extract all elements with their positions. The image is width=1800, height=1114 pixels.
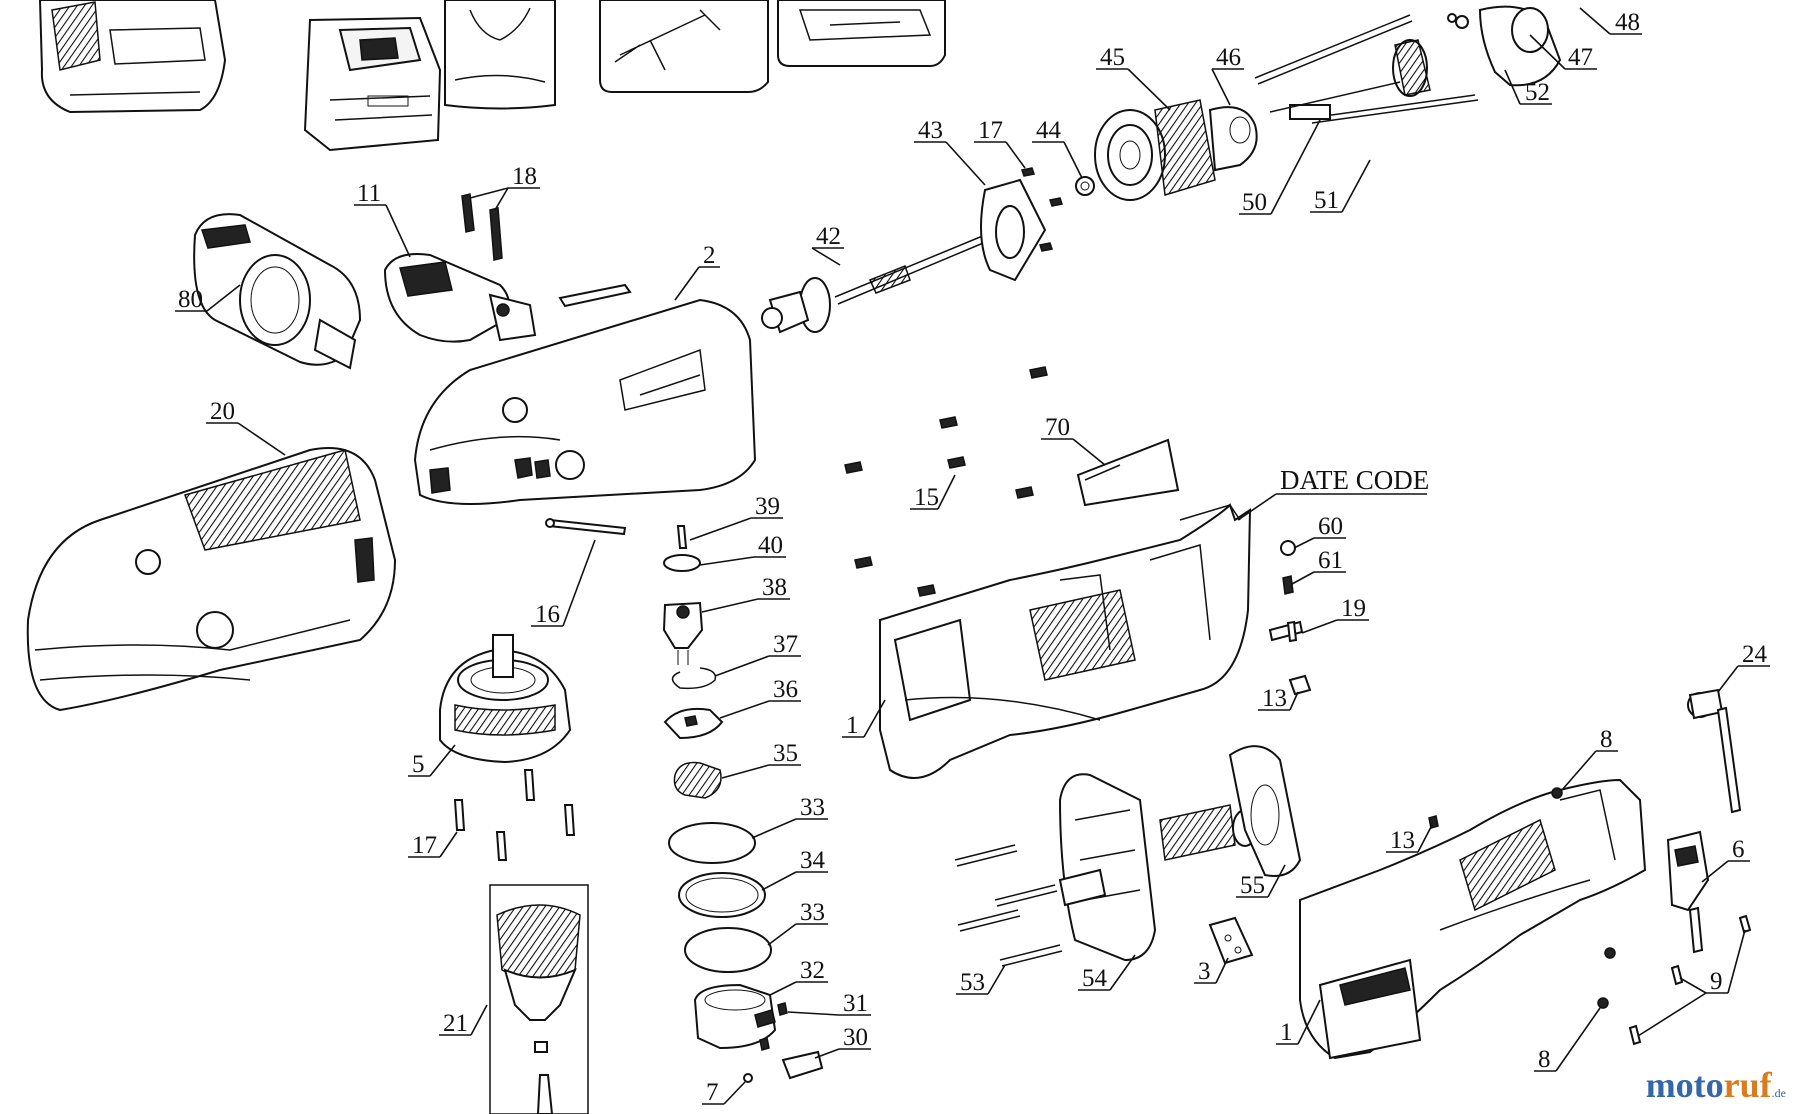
wrench-accessory [599, 0, 769, 93]
latch-key-part [1687, 688, 1742, 814]
watermark-text-a: moto [1645, 1065, 1724, 1105]
callout-32: 32 [800, 957, 825, 984]
guide-rods [545, 518, 1063, 967]
callout-46: 46 [1216, 44, 1241, 71]
callout-45: 45 [1100, 44, 1125, 71]
callout-35: 35 [773, 740, 798, 767]
drive-gear-part [1254, 14, 1479, 124]
callout-9: 9 [1710, 968, 1723, 995]
callout-61: 61 [1318, 547, 1343, 574]
callout-11: 11 [357, 180, 381, 207]
callout-52: 52 [1525, 79, 1550, 106]
callout-54: 54 [1082, 965, 1108, 992]
callout-47: 47 [1568, 44, 1593, 71]
date-code-label: DATE CODE [1280, 465, 1429, 495]
callout-33-a: 33 [800, 794, 825, 821]
small-screws-middle [844, 366, 1048, 597]
gear-case-part [413, 283, 757, 505]
callout-8-b: 8 [1538, 1046, 1551, 1073]
battery-accessory [303, 16, 442, 152]
guard-part [383, 193, 537, 343]
callout-33-b: 33 [800, 899, 825, 926]
callout-17-top: 17 [978, 117, 1003, 144]
callout-37: 37 [773, 631, 798, 658]
callout-55: 55 [1240, 872, 1265, 899]
clutch-assembly-part [1094, 99, 1258, 201]
callout-36: 36 [773, 676, 798, 703]
gasket-plate-part [980, 176, 1095, 282]
case-accessory [777, 0, 946, 67]
small-screws-top [1021, 167, 1063, 252]
callout-43: 43 [918, 117, 943, 144]
callout-1-b: 1 [1280, 1019, 1293, 1046]
callout-44: 44 [1036, 117, 1062, 144]
callout-48: 48 [1615, 9, 1640, 36]
callout-17-low: 17 [412, 832, 437, 859]
housing-half-right-part [1299, 778, 1647, 1060]
callout-18: 18 [512, 163, 537, 190]
callout-40: 40 [758, 532, 783, 559]
callout-labels: 48 47 52 45 46 50 51 43 17 44 [175, 7, 1770, 1106]
gear-housing-part [1447, 5, 1562, 87]
lower-screws [1428, 787, 1752, 1046]
watermark-text-b: ruf [1723, 1065, 1772, 1105]
callout-34: 34 [800, 847, 826, 874]
watermark-logo: motoruf.de [1646, 1064, 1786, 1106]
callout-20: 20 [210, 398, 235, 425]
spindle-parts-stack [662, 525, 824, 1083]
motor-part [439, 634, 572, 764]
callout-39: 39 [755, 493, 780, 520]
callout-1-a: 1 [846, 712, 859, 739]
keyless-chuck-part [489, 884, 589, 1114]
charger-accessory [38, 0, 227, 114]
callout-70: 70 [1045, 414, 1070, 441]
callout-13-b: 13 [1390, 827, 1415, 854]
callout-21: 21 [443, 1010, 468, 1037]
callout-53: 53 [960, 969, 985, 996]
callout-60: 60 [1318, 513, 1343, 540]
housing-half-left-part [879, 503, 1252, 779]
callout-19: 19 [1341, 595, 1366, 622]
callout-13-a: 13 [1262, 685, 1287, 712]
rear-housing-part [26, 447, 397, 712]
callout-31: 31 [843, 990, 868, 1017]
switch-bracket-part [1208, 916, 1254, 965]
callout-6: 6 [1732, 836, 1745, 863]
callout-80: 80 [178, 286, 203, 313]
label-plate-part [1076, 438, 1180, 507]
watermark-suffix: .de [1771, 1086, 1786, 1100]
callout-42: 42 [816, 223, 841, 250]
callout-38: 38 [762, 574, 787, 601]
callout-7: 7 [706, 1079, 719, 1106]
callout-5: 5 [412, 751, 425, 778]
callout-3: 3 [1198, 958, 1211, 985]
mount-screws [453, 769, 576, 861]
callout-8-a: 8 [1600, 726, 1613, 753]
trigger-bits [1268, 540, 1312, 696]
armature-shaft-part [761, 234, 989, 334]
callout-30: 30 [843, 1024, 868, 1051]
switch-part [1666, 830, 1710, 954]
callout-24: 24 [1742, 641, 1768, 668]
callout-50: 50 [1242, 189, 1267, 216]
bag-accessory [444, 0, 556, 110]
callout-15: 15 [914, 484, 939, 511]
callout-2: 2 [703, 242, 716, 269]
stator-armature-part [1058, 745, 1302, 962]
callout-16: 16 [535, 601, 560, 628]
callout-51: 51 [1314, 187, 1339, 214]
side-handle-part [193, 213, 362, 370]
